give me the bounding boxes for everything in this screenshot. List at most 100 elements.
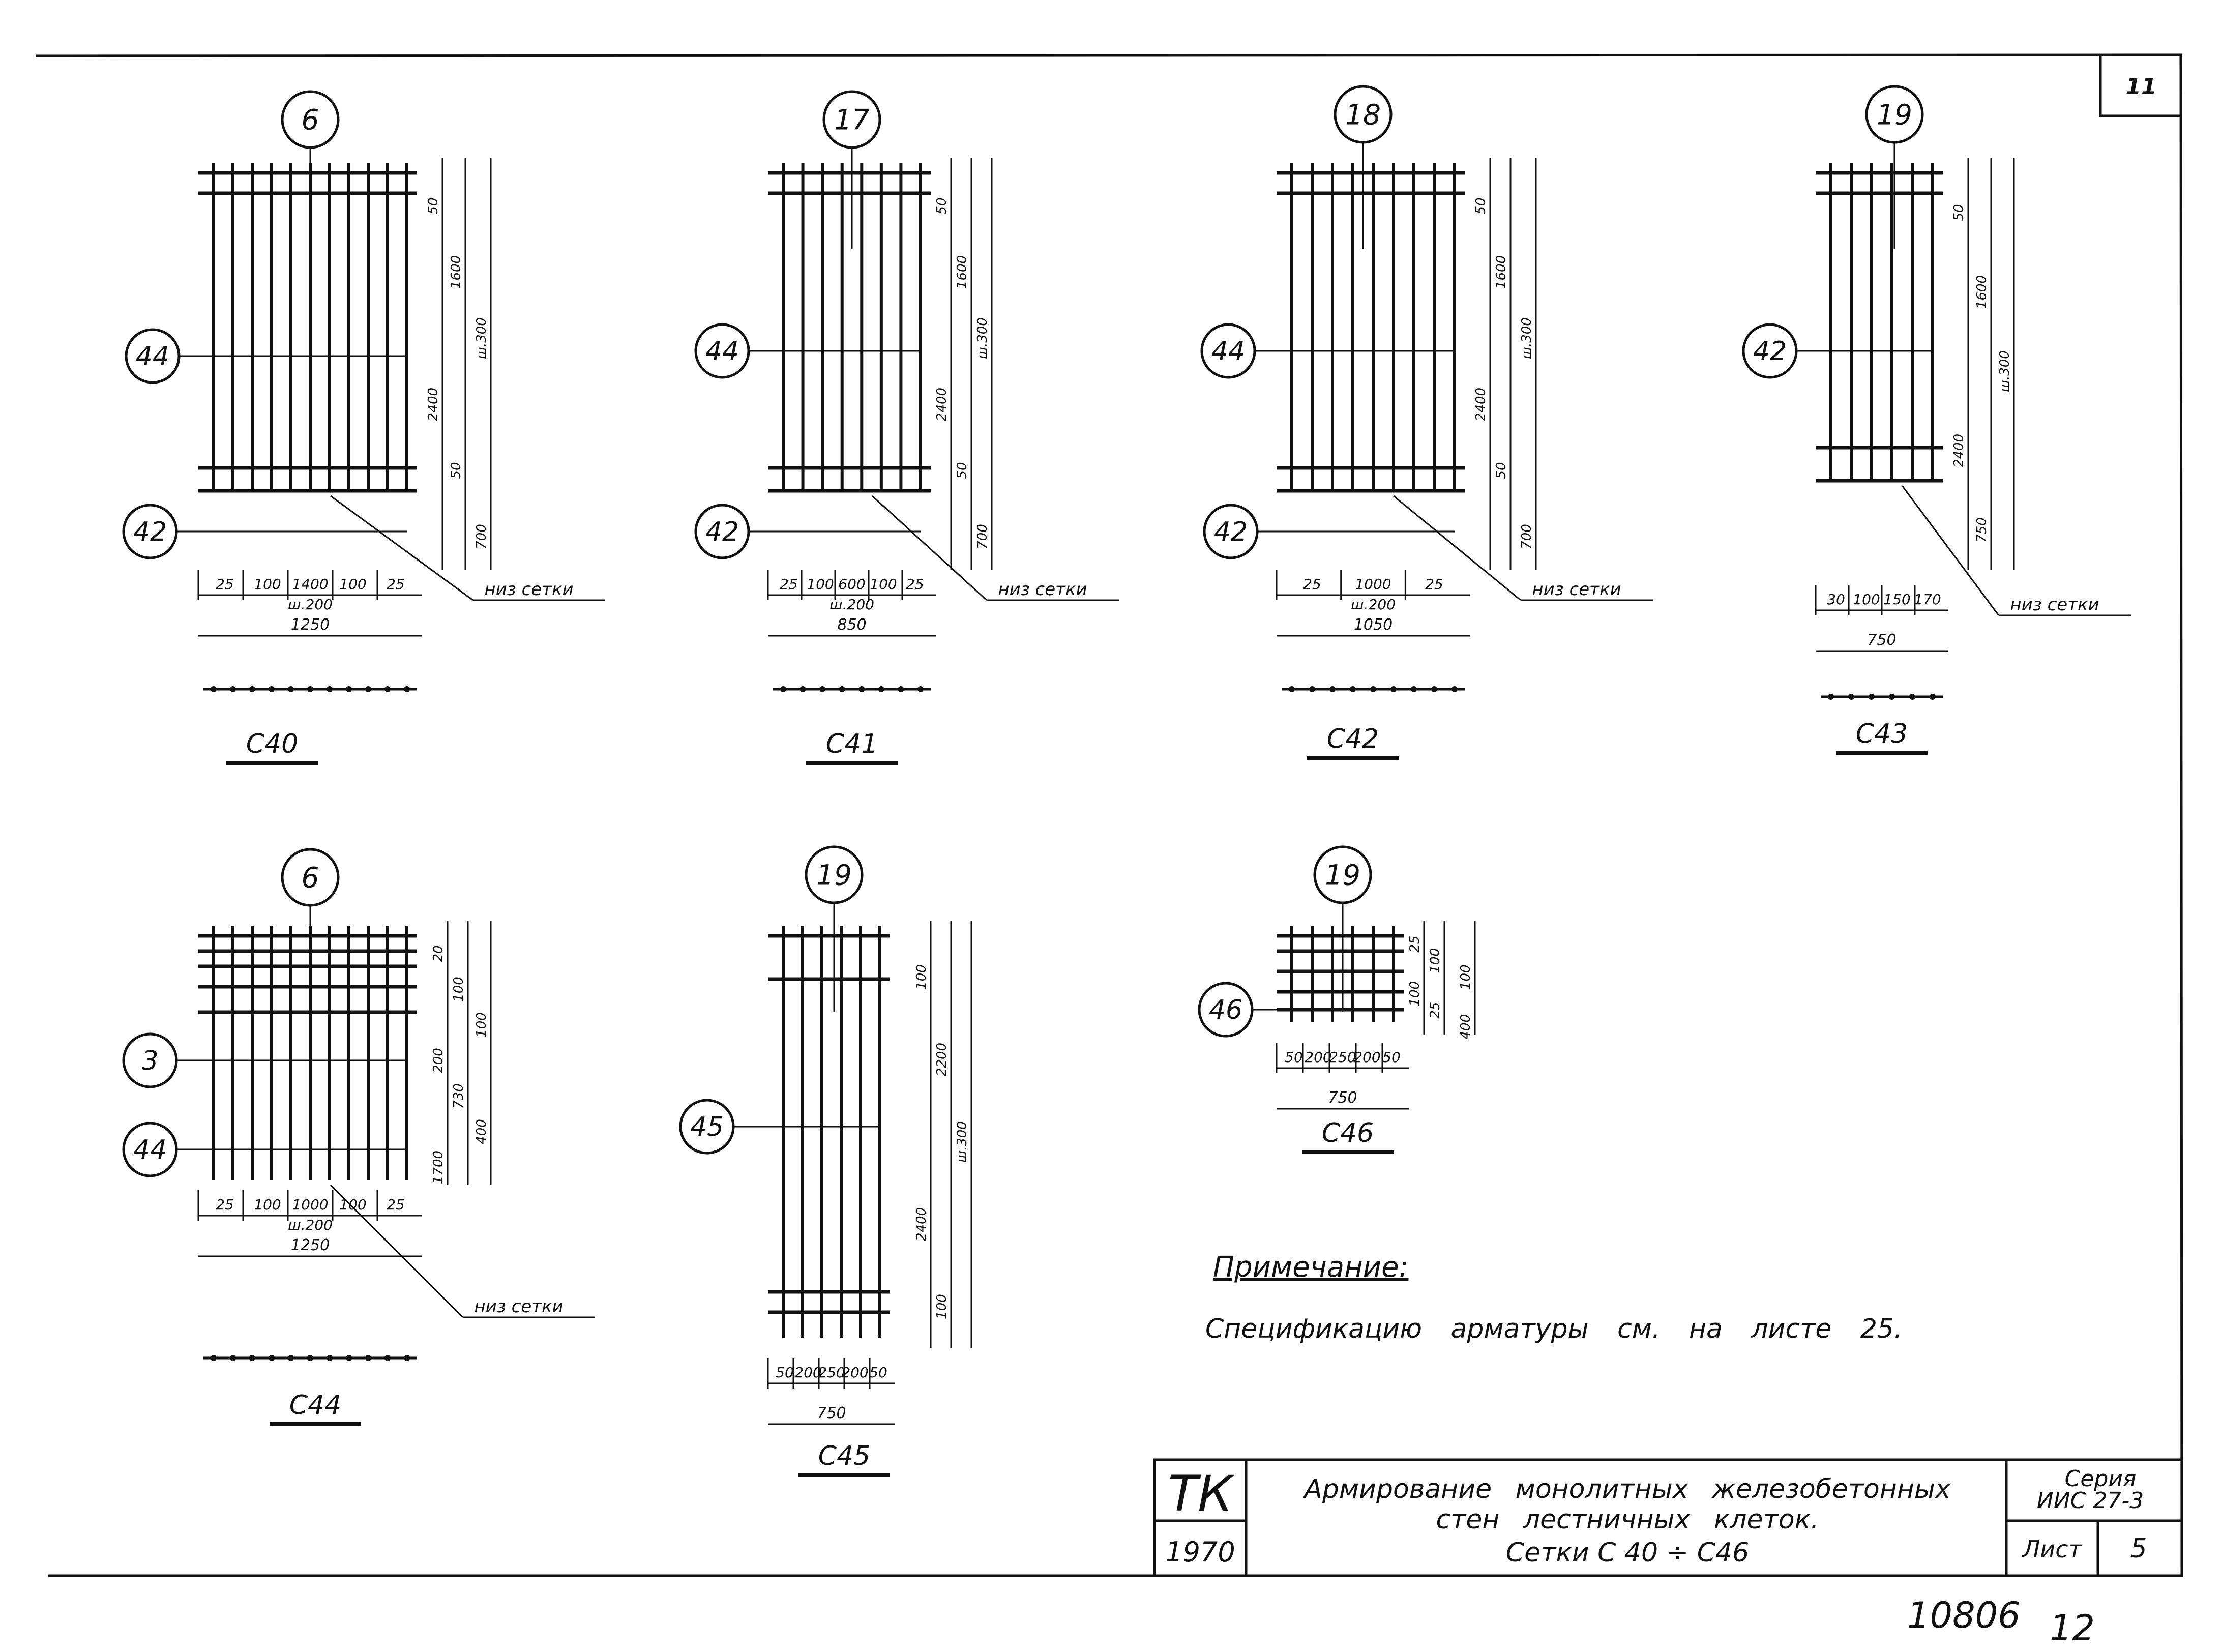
right-dimension: 1700 [431, 1150, 446, 1184]
top-bubble-label: 19 [816, 859, 852, 891]
top-bubble-label: 6 [302, 103, 319, 136]
right-dimension: 50 [955, 462, 970, 479]
title-line-2: стен лестничных клеток. [1436, 1504, 1819, 1535]
right-dimension: 100 [1428, 948, 1443, 973]
bottom-dimension: 1000 [1355, 576, 1391, 593]
right-dimension: 50 [1473, 197, 1489, 214]
right-dimension: ш.300 [1519, 317, 1534, 359]
right-dimension: 100 [1407, 981, 1423, 1007]
bottom-dimension: 200 [1353, 1049, 1380, 1066]
bar-section-dot [898, 686, 904, 692]
right-dimension: 100 [451, 977, 466, 1002]
left-bubble-label: 44 [133, 1135, 167, 1165]
left-bubble-label: 42 [133, 517, 167, 547]
bar-section-dot [878, 686, 884, 692]
bottom-dimension: 200 [841, 1364, 868, 1381]
right-dimension: 2400 [914, 1207, 929, 1241]
series-label: Серия [2065, 1466, 2137, 1492]
total-width: 1250 [291, 1236, 330, 1254]
bar-section-dot [1889, 694, 1895, 700]
bottom-dimension: 600 [838, 576, 865, 593]
leader [330, 1184, 464, 1318]
left-bubble-label: 44 [705, 336, 739, 367]
mesh-mark: С42 [1327, 724, 1379, 754]
right-dimension: 1600 [1974, 275, 1990, 309]
bottom-dimension: 25 [216, 576, 234, 593]
right-dimension: 100 [1458, 964, 1473, 990]
right-dimension: 20 [431, 945, 446, 962]
bar-section-dot [1431, 686, 1437, 692]
right-dimension: 2400 [426, 388, 441, 421]
total-width: 750 [817, 1404, 846, 1422]
right-dimension: 100 [914, 964, 929, 990]
title-line-1: Армирование монолитных железобетонных [1302, 1474, 1951, 1504]
right-dimension: 2400 [1473, 388, 1489, 421]
sheet-label: Лист [2022, 1536, 2083, 1563]
bottom-dimension: 50 [1382, 1049, 1401, 1066]
bar-section-dot [365, 1355, 371, 1361]
bottom-side-label: низ сетки [2010, 595, 2099, 615]
bottom-dimension: 100 [254, 1196, 281, 1213]
title-year: 1970 [1165, 1536, 1235, 1568]
mesh-mark: С41 [826, 729, 878, 759]
right-dimension: 700 [1519, 524, 1534, 549]
bar-section-dot [307, 686, 313, 692]
bottom-dimension: 25 [387, 1196, 405, 1213]
bar-section-dot [1350, 686, 1356, 692]
left-bubble-label: 44 [1211, 336, 1245, 367]
bottom-dimension: 200 [1305, 1049, 1331, 1066]
bottom-dimension: 200 [794, 1364, 821, 1381]
leader [1901, 485, 2000, 616]
bottom-dimension: 50 [1285, 1049, 1303, 1066]
bar-section-dot [1930, 694, 1936, 700]
bottom-dimension: 25 [387, 576, 405, 593]
bottom-dimension: 25 [906, 576, 924, 593]
bottom-dimension: 100 [807, 576, 834, 593]
right-dimension: 1600 [449, 255, 464, 289]
bar-section-dot [346, 686, 352, 692]
bar-section-dot [858, 686, 865, 692]
bar-section-dot [307, 1355, 313, 1361]
mesh-mark: С45 [818, 1441, 870, 1471]
bar-section-dot [1848, 694, 1854, 700]
bar-section-dot [780, 686, 786, 692]
bar-section-dot [404, 1355, 410, 1361]
bar-section-dot [384, 1355, 391, 1361]
bar-section-dot [404, 686, 410, 692]
bar-section-dot [327, 1355, 333, 1361]
mesh-mark: С43 [1856, 719, 1908, 749]
right-dimension: ш.300 [955, 1121, 970, 1163]
bottom-dimension: 100 [254, 576, 281, 593]
bottom-side-label: низ сетки [484, 579, 573, 600]
right-dimension: 2200 [934, 1043, 950, 1076]
right-dimension: 400 [474, 1119, 489, 1144]
top-bubble-label: 18 [1345, 98, 1381, 131]
top-bubble-label: 19 [1877, 98, 1912, 131]
total-width: 1250 [291, 616, 330, 634]
bar-section-dot [269, 686, 275, 692]
bar-section-dot [1390, 686, 1397, 692]
bar-section-dot [1828, 694, 1834, 700]
bottom-dimension: 50 [776, 1364, 794, 1381]
right-dimension: ш.300 [474, 317, 489, 359]
sheet-frame [35, 53, 2183, 1577]
pitch-label: ш.200 [1351, 596, 1396, 613]
bar-section-dot [1451, 686, 1458, 692]
title-block [1153, 1458, 2183, 1577]
right-dimension: ш.300 [975, 317, 990, 359]
bar-section-dot [384, 686, 391, 692]
bottom-dimension: 25 [1303, 576, 1321, 593]
top-bubble-label: 17 [834, 103, 870, 136]
bar-section-dot [230, 686, 236, 692]
archive-number: 10806 [1907, 1595, 2021, 1636]
total-width: 850 [837, 616, 866, 634]
leader [330, 495, 473, 601]
right-dimension: 700 [474, 524, 489, 549]
left-bubble-label: 3 [141, 1046, 158, 1076]
